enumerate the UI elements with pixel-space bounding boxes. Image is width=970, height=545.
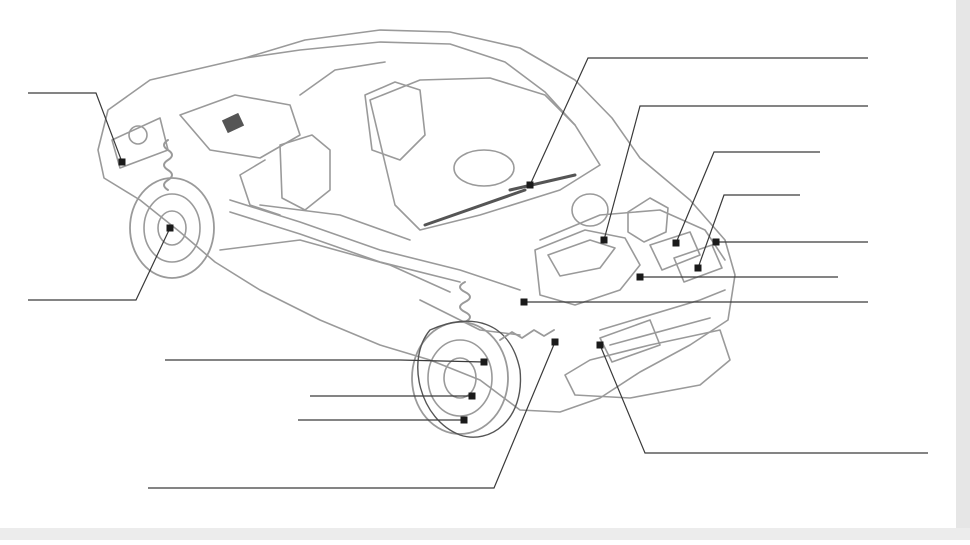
marker-front-wheel-hub[interactable] xyxy=(460,416,468,424)
marker-engine-sensor[interactable] xyxy=(636,273,644,281)
marker-front-strut[interactable] xyxy=(480,358,488,366)
marker-brake-booster[interactable] xyxy=(600,236,608,244)
marker-rear-light-wiring[interactable] xyxy=(118,158,126,166)
marker-steering-column[interactable] xyxy=(526,181,534,189)
page-bottom-edge xyxy=(0,528,970,540)
leader-drive-shaft-boot xyxy=(148,341,556,489)
marker-relay-box-left[interactable] xyxy=(672,239,680,247)
car-outline xyxy=(97,29,736,438)
marker-radiator-sensor[interactable] xyxy=(596,341,604,349)
page-edge xyxy=(956,0,970,540)
callout-leaders xyxy=(28,57,928,489)
marker-engine-mount[interactable] xyxy=(520,298,528,306)
marker-relay-box-right[interactable] xyxy=(694,264,702,272)
marker-rear-wheel-hub[interactable] xyxy=(166,224,174,232)
leader-relay-box-left xyxy=(675,151,820,244)
marker-fuse-area[interactable] xyxy=(712,238,720,246)
leader-brake-booster xyxy=(603,105,868,241)
leader-rear-wheel-hub xyxy=(28,227,171,301)
leader-steering-column xyxy=(529,57,868,186)
leader-radiator-sensor xyxy=(599,344,928,454)
leader-relay-box-right xyxy=(697,194,800,269)
rear-module-highlight xyxy=(221,112,245,134)
leader-rear-light-wiring xyxy=(28,92,123,163)
marker-brake-caliper[interactable] xyxy=(468,392,476,400)
marker-drive-shaft-boot[interactable] xyxy=(551,338,559,346)
leader-front-strut xyxy=(165,359,485,363)
